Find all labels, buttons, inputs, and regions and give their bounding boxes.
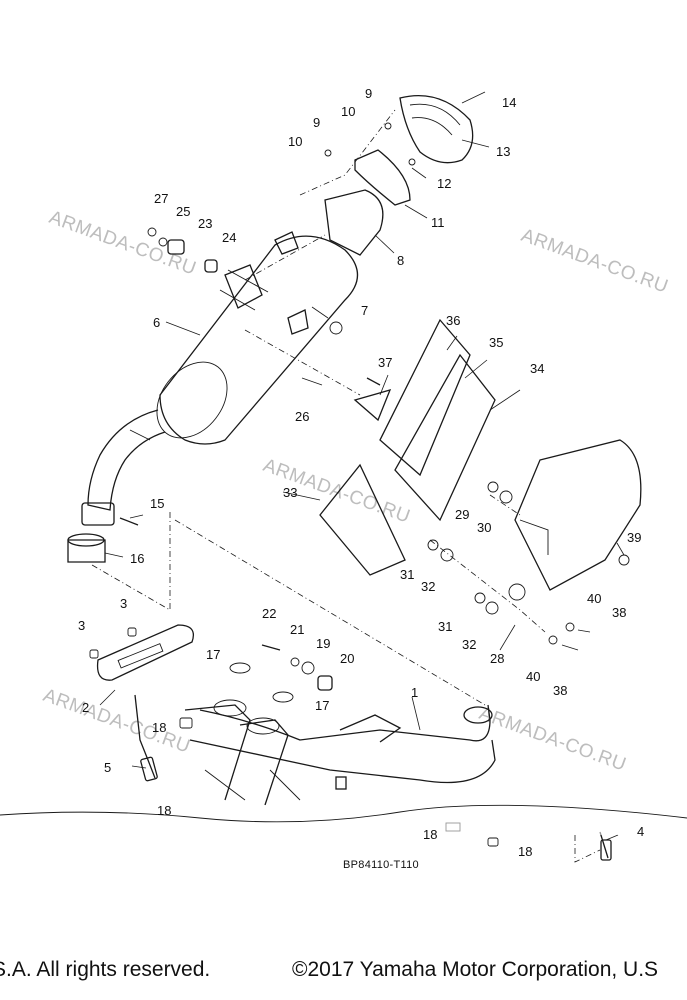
leader-lines: [99, 139, 625, 841]
callout-30: 30: [477, 520, 491, 535]
callout-38: 38: [553, 683, 567, 698]
watermark: ARMADA-CO.RU: [476, 703, 629, 776]
callout-3: 3: [78, 618, 85, 633]
callout-20: 20: [340, 651, 354, 666]
callout-31: 31: [438, 619, 452, 634]
callout-15: 15: [150, 496, 164, 511]
callout-3: 3: [120, 596, 127, 611]
hardware-set: [147, 227, 218, 273]
callout-31: 31: [400, 567, 414, 582]
callout-labels: 1 2 3 3 4 5 6 7 8 9 9 10 10 11 12 13 14 …: [78, 86, 644, 859]
watermarks: ARMADA-CO.RU ARMADA-CO.RU ARMADA-CO.RU A…: [40, 207, 671, 776]
callout-9: 9: [365, 86, 372, 101]
callout-16: 16: [130, 551, 144, 566]
watermark: ARMADA-CO.RU: [518, 225, 671, 298]
callout-39: 39: [627, 530, 641, 545]
callout-35: 35: [489, 335, 503, 350]
callout-18: 18: [152, 720, 166, 735]
callout-21: 21: [290, 622, 304, 637]
muffler: [81, 231, 359, 526]
callout-17: 17: [206, 647, 220, 662]
callout-8: 8: [397, 253, 404, 268]
callout-24: 24: [222, 230, 236, 245]
callout-32: 32: [462, 637, 476, 652]
callout-6: 6: [153, 315, 160, 330]
exhaust-pipe: [184, 699, 496, 806]
diagram-code: BP84110-T110: [343, 859, 419, 871]
callout-32: 32: [421, 579, 435, 594]
watermark: ARMADA-CO.RU: [40, 685, 193, 758]
assembly-lines: [91, 109, 601, 863]
callout-11: 11: [431, 215, 445, 230]
callout-27: 27: [154, 191, 168, 206]
gasket-and-flange: [67, 533, 333, 703]
callout-17: 17: [315, 698, 329, 713]
callout-2: 2: [82, 700, 89, 715]
callout-1: 1: [411, 685, 418, 700]
callout-34: 34: [530, 361, 544, 376]
callout-25: 25: [176, 204, 190, 219]
callout-29: 29: [455, 507, 469, 522]
callout-7: 7: [361, 303, 368, 318]
callout-5: 5: [104, 760, 111, 775]
copyright-right: ©2017 Yamaha Motor Corporation, U.S: [292, 958, 659, 981]
callout-19: 19: [316, 636, 330, 651]
callout-22: 22: [262, 606, 276, 621]
callout-40: 40: [526, 669, 540, 684]
callout-13: 13: [496, 144, 510, 159]
copyright-left: S.A. All rights reserved.: [0, 958, 211, 981]
callout-18: 18: [157, 803, 171, 818]
callout-10: 10: [341, 104, 355, 119]
callout-40: 40: [587, 591, 601, 606]
callout-4: 4: [637, 824, 644, 839]
callout-9: 9: [313, 115, 320, 130]
callout-10: 10: [288, 134, 302, 149]
fasteners: [301, 377, 630, 651]
callout-14: 14: [502, 95, 516, 110]
small-bolts: [89, 377, 499, 847]
callout-12: 12: [437, 176, 451, 191]
callout-26: 26: [295, 409, 309, 424]
callout-38: 38: [612, 605, 626, 620]
callout-28: 28: [490, 651, 504, 666]
callout-18: 18: [518, 844, 532, 859]
o2-sensors: [134, 694, 612, 861]
callout-33: 33: [283, 485, 297, 500]
callout-18: 18: [423, 827, 437, 842]
heat-shields: [319, 318, 642, 601]
callout-23: 23: [198, 216, 212, 231]
callout-36: 36: [446, 313, 460, 328]
end-cap-parts: [324, 91, 486, 335]
callout-37: 37: [378, 355, 392, 370]
